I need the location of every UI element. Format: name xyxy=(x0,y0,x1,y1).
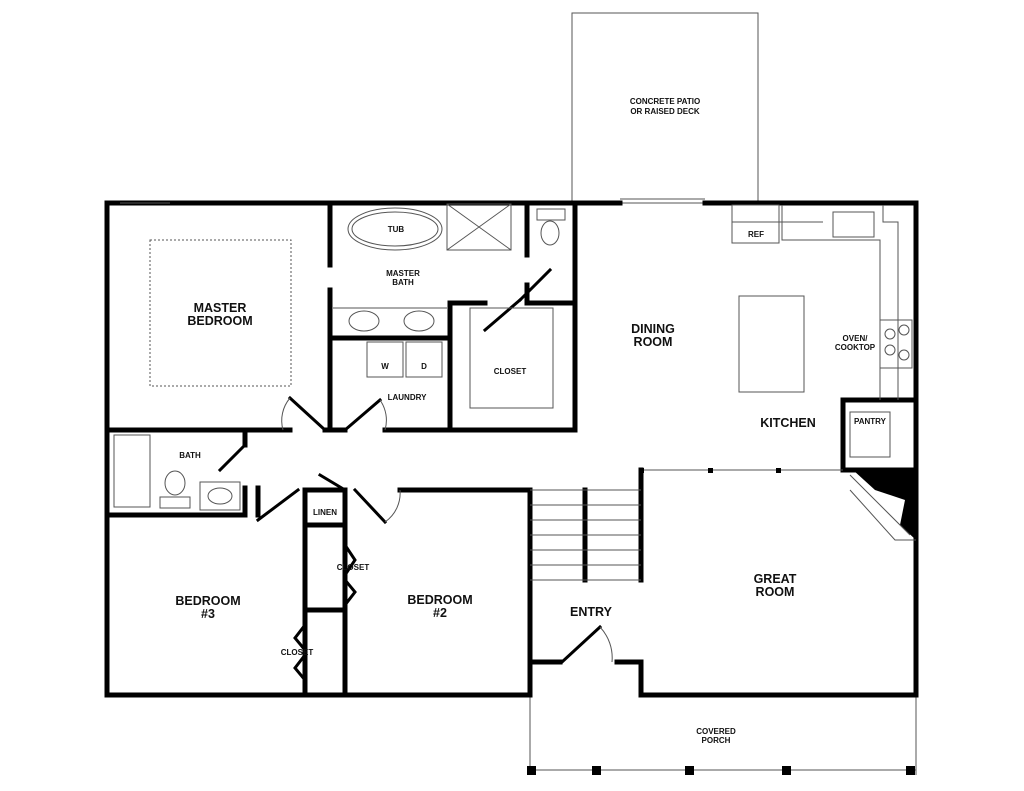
dining-room-label-2: ROOM xyxy=(634,335,673,349)
porch-label-2: PORCH xyxy=(702,736,731,745)
stairs xyxy=(530,489,641,581)
room-labels: CONCRETE PATIO OR RAISED DECK MASTER BED… xyxy=(175,97,886,745)
master-closet-label: CLOSET xyxy=(494,367,527,376)
bedroom2-label-2: #2 xyxy=(433,606,447,620)
porch xyxy=(527,695,917,775)
oven-label-2: COOKTOP xyxy=(835,343,876,352)
master-bedroom-label: MASTER xyxy=(194,301,247,315)
tub-label: TUB xyxy=(388,225,405,234)
bedroom3-label: BEDROOM xyxy=(175,594,240,608)
patio-label: CONCRETE PATIO xyxy=(630,97,700,106)
great-room-label-2: ROOM xyxy=(756,585,795,599)
dining-room-label: DINING xyxy=(631,322,675,336)
entry-label: ENTRY xyxy=(570,605,613,619)
master-bedroom-label-2: BEDROOM xyxy=(187,314,252,328)
bath-label: BATH xyxy=(179,451,201,460)
fixtures xyxy=(113,203,916,581)
great-room-label: GREAT xyxy=(754,572,797,586)
bed-area xyxy=(149,239,292,387)
hall-closet-label: CLOSET xyxy=(337,563,370,572)
kitchen-label: KITCHEN xyxy=(760,416,816,430)
exterior-walls xyxy=(104,198,919,698)
laundry-label: LAUNDRY xyxy=(388,393,427,402)
washer-label: W xyxy=(381,362,389,371)
linen-label: LINEN xyxy=(313,508,337,517)
dryer-label: D xyxy=(421,362,427,371)
interior-walls xyxy=(104,200,919,698)
ref-label: REF xyxy=(748,230,764,239)
doors xyxy=(217,267,613,683)
pantry-label: PANTRY xyxy=(854,417,887,426)
patio-outline xyxy=(571,12,759,204)
patio-label-2: OR RAISED DECK xyxy=(630,107,700,116)
bedroom3-closet-label: CLOSET xyxy=(281,648,314,657)
master-bath-label-2: BATH xyxy=(392,278,414,287)
bedroom3-label-2: #3 xyxy=(201,607,215,621)
oven-label: OVEN/ xyxy=(843,334,869,343)
bedroom2-label: BEDROOM xyxy=(407,593,472,607)
master-bath-label: MASTER xyxy=(386,269,420,278)
porch-label: COVERED xyxy=(696,727,736,736)
